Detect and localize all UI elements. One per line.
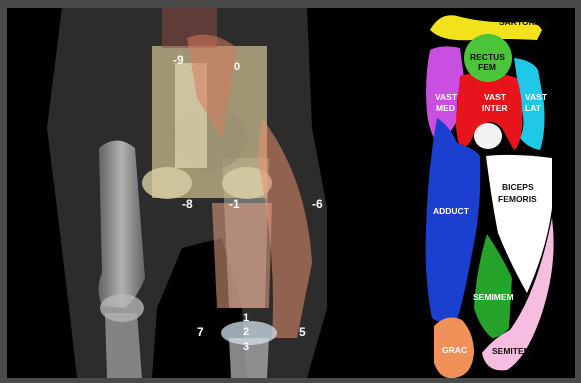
image-stage: -9 0 -8 -1 -6 7 5 1 2 3 SARTORIUS VAST xyxy=(7,8,575,378)
muscle-overlay-middle xyxy=(212,203,272,308)
femur-section xyxy=(474,123,502,149)
biceps-femoris-label-1: BICEPS xyxy=(502,182,534,192)
marker-7: 7 xyxy=(197,325,204,339)
muscle-atlas-panel: SARTORIUS VAST MED VAST LAT VAST INTER R… xyxy=(402,8,575,378)
xray-panel: -9 0 -8 -1 -6 7 5 1 2 3 xyxy=(7,8,367,378)
marker-m1: -1 xyxy=(229,197,240,211)
left-stifle xyxy=(100,294,144,322)
semimem-label: SEMIMEM xyxy=(473,292,514,302)
xray-image: -9 0 -8 -1 -6 7 5 1 2 3 xyxy=(7,8,367,378)
biceps-femoris-label-2: FEMORIS xyxy=(498,194,537,204)
left-tibia xyxy=(105,313,142,378)
adduct-label: ADDUCT xyxy=(433,206,470,216)
rectus-fem-label-1: RECTUS xyxy=(470,52,505,62)
muscle-cross-section: SARTORIUS VAST MED VAST LAT VAST INTER R… xyxy=(402,8,575,378)
vast-med-label-1: VAST xyxy=(435,92,458,102)
marker-m8: -8 xyxy=(182,197,193,211)
marker-m6: -6 xyxy=(312,197,323,211)
rectus-fem-label-2: FEM xyxy=(478,62,496,72)
vast-inter-label-1: VAST xyxy=(484,92,507,102)
sartorius-label: SARTORIUS xyxy=(499,17,549,27)
grac-label: GRAC xyxy=(442,345,467,355)
vast-inter-label-2: INTER xyxy=(482,103,508,113)
vast-lat-label-2: LAT xyxy=(525,103,542,113)
marker-m9: -9 xyxy=(173,53,184,67)
vast-lat-label-1: VAST xyxy=(525,92,548,102)
marker-k2: 2 xyxy=(243,326,249,338)
marker-0: 0 xyxy=(234,61,240,73)
marker-k1: 1 xyxy=(243,312,249,324)
vast-med-label-2: MED xyxy=(436,103,455,113)
marker-k3: 3 xyxy=(243,341,249,353)
semiten-label: SEMITEN xyxy=(492,346,530,356)
marker-5: 5 xyxy=(299,325,306,339)
